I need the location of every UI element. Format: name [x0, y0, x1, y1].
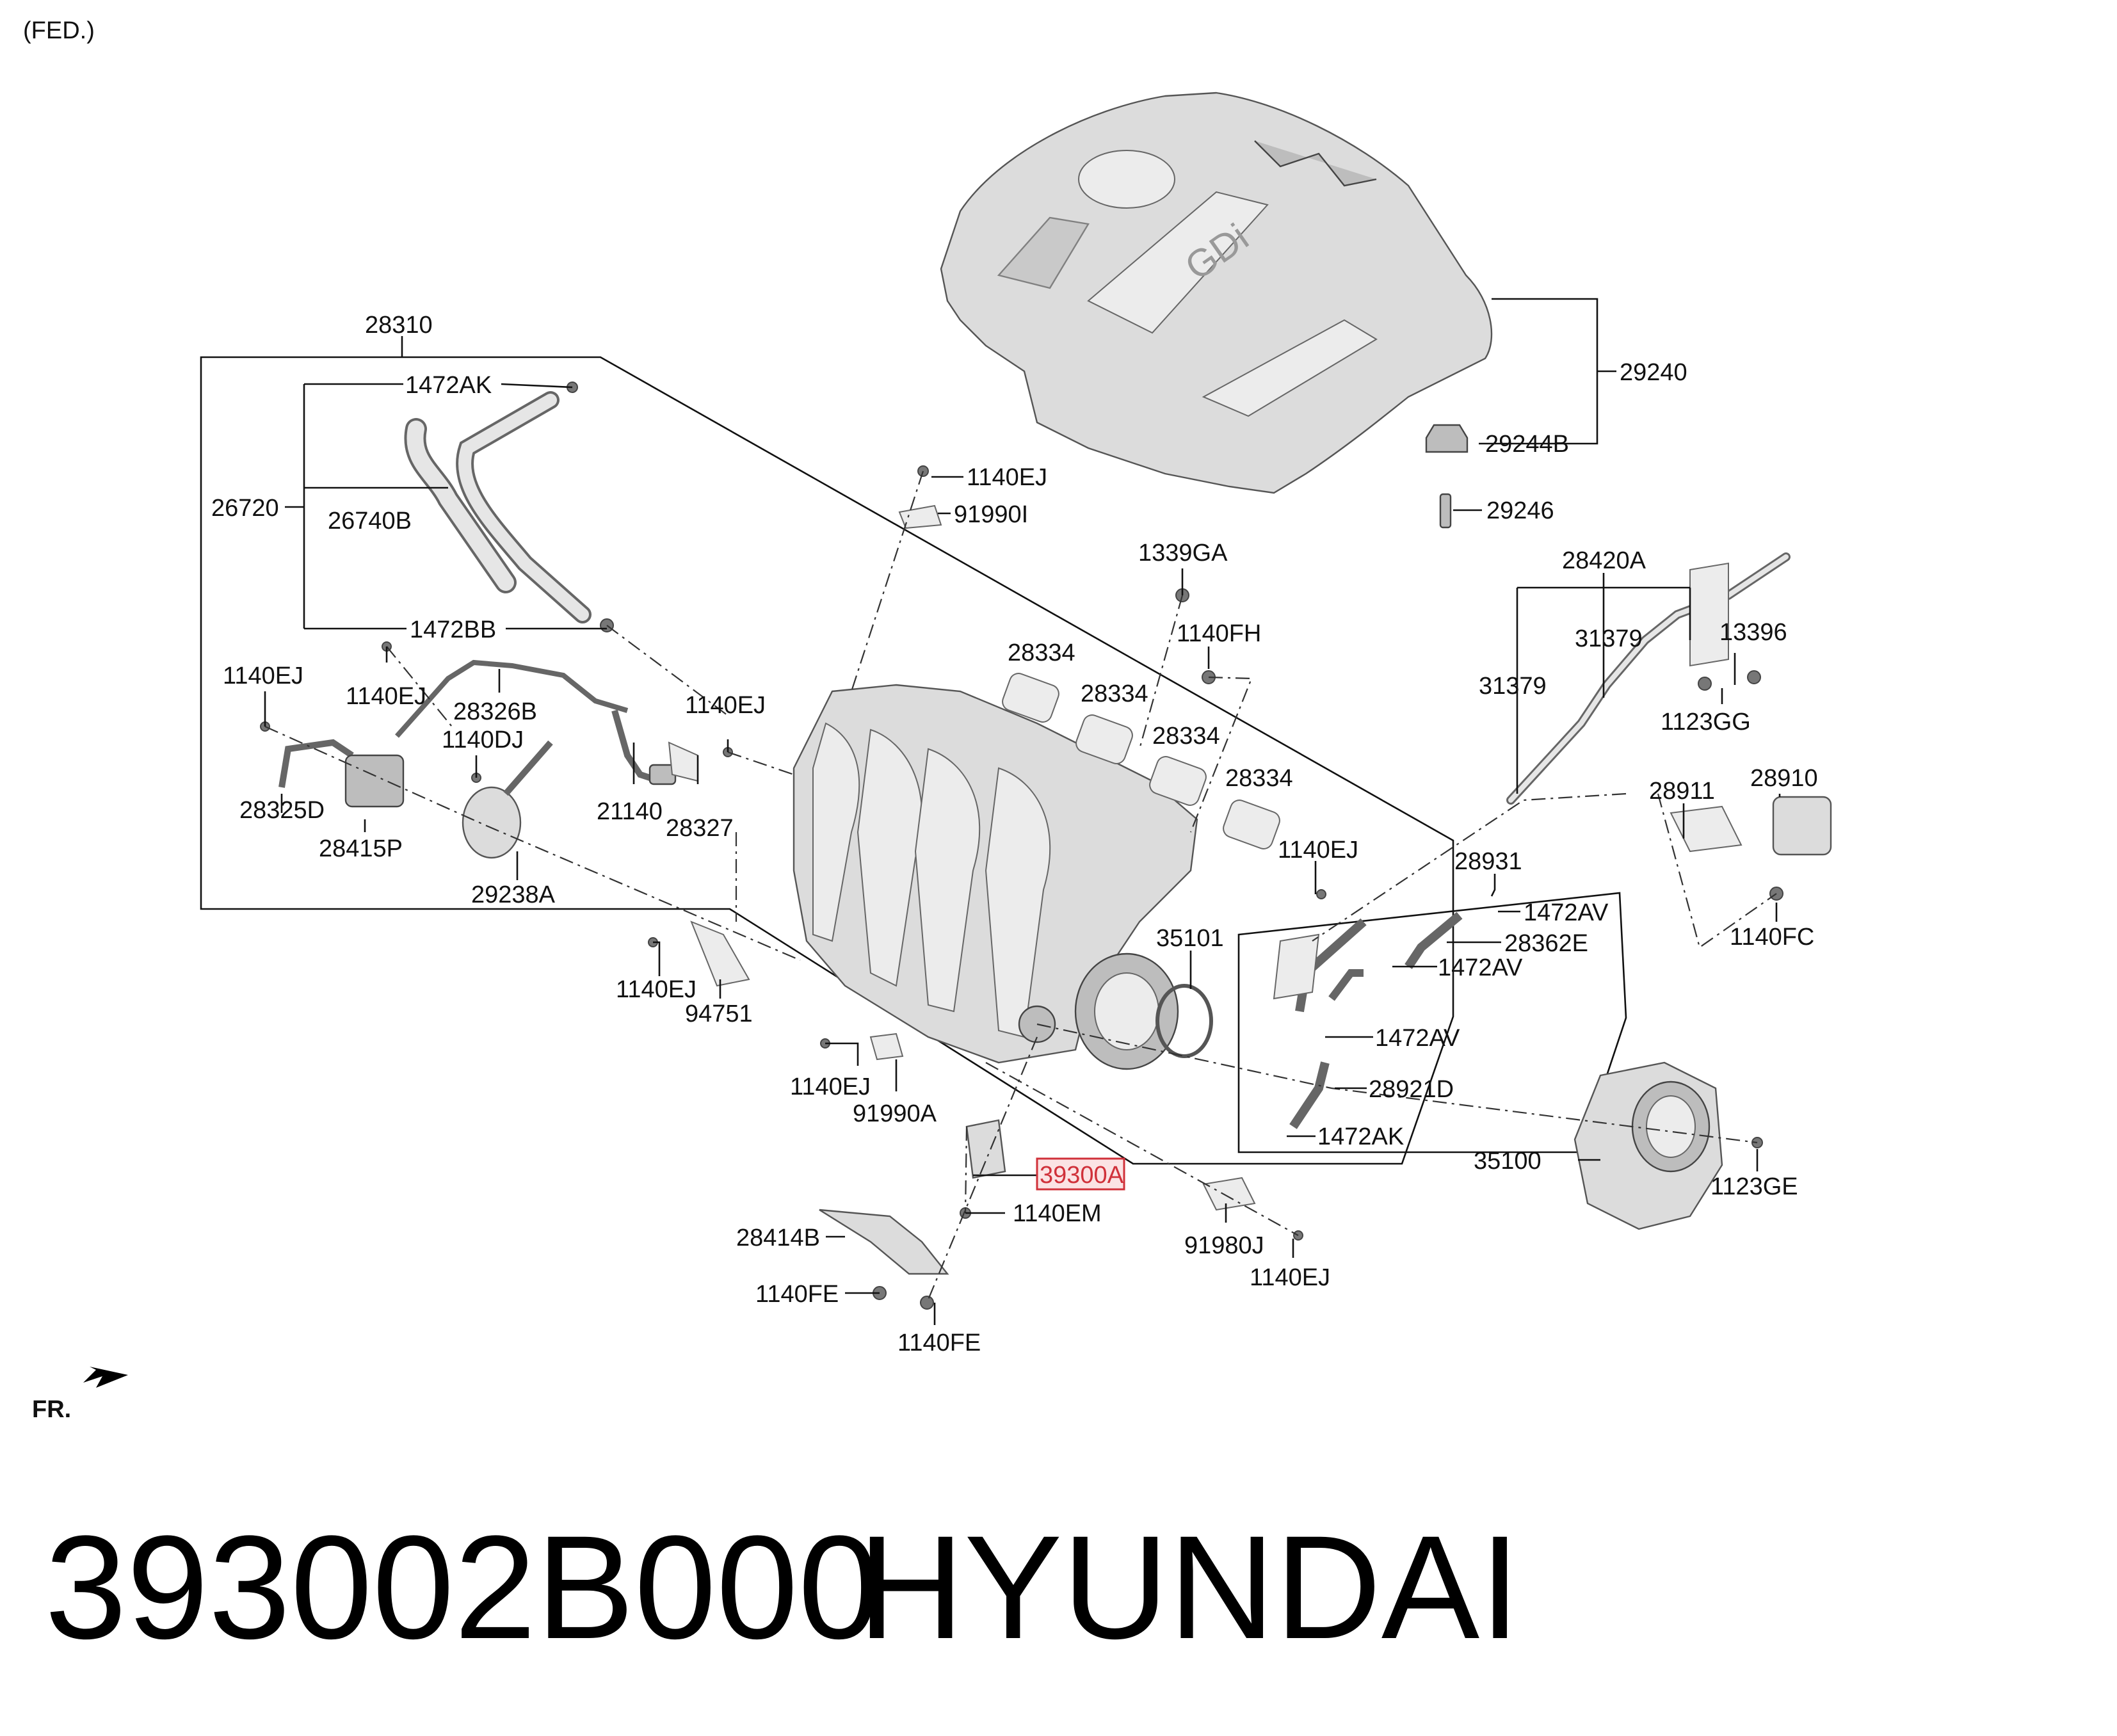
callout-1123GE: 1123GE: [1711, 1173, 1798, 1200]
throttle-body-35100: [1574, 1061, 1723, 1230]
callout-1140FE: 1140FE: [898, 1330, 981, 1356]
callout-39300A: 39300A: [1040, 1162, 1124, 1189]
callout-1339GA: 1339GA: [1138, 540, 1228, 567]
bracket-91980J: [1202, 1177, 1256, 1211]
map-sensor-39300A: [965, 1119, 1006, 1179]
bracket-28414B: [819, 1209, 949, 1275]
gasket-28334-b: [1075, 714, 1133, 764]
callout-28415P: 28415P: [319, 835, 403, 862]
bracket-28327: [668, 741, 698, 782]
brand-name: HYUNDAI: [858, 1505, 1521, 1669]
arrow-icon: [83, 1367, 128, 1388]
callout-31379: 31379: [1575, 625, 1643, 652]
callout-1140FH: 1140FH: [1177, 620, 1261, 647]
callout-28334: 28334: [1225, 765, 1293, 792]
callout-28414B: 28414B: [736, 1225, 820, 1251]
engine-cover-29240: GDi: [940, 92, 1493, 494]
callout-31379: 31379: [1479, 673, 1547, 700]
callout-28911: 28911: [1649, 778, 1715, 805]
callout-28326B: 28326B: [453, 698, 537, 725]
callout-91990A: 91990A: [853, 1100, 937, 1127]
callout-1140EJ: 1140EJ: [685, 692, 766, 719]
actuator-29238A: [462, 740, 553, 859]
assembly-lines: [264, 470, 1777, 1303]
callout-1472AK: 1472AK: [405, 372, 492, 399]
bracket-94751: [690, 920, 750, 987]
pipe-28420A: [1506, 552, 1791, 805]
vacuum-pipe-28326B: [395, 659, 629, 738]
callout-35101: 35101: [1156, 925, 1224, 952]
callout-21140: 21140: [597, 798, 663, 825]
callout-1140EJ: 1140EJ: [967, 464, 1047, 491]
o-ring-35101: [1155, 984, 1213, 1058]
gasket-28334-a: [1002, 673, 1059, 723]
pipe-21140: [611, 709, 677, 785]
callout-1140EJ: 1140EJ: [1278, 837, 1358, 864]
variant-note: (FED.): [23, 17, 95, 44]
callout-28362E: 28362E: [1504, 930, 1588, 957]
callout-1140DJ: 1140DJ: [442, 727, 524, 753]
intake-manifold-28310: [793, 684, 1198, 1070]
pcv-hoses-26720: [404, 391, 592, 623]
callout-29246: 29246: [1486, 497, 1554, 524]
callout-28921D: 28921D: [1369, 1076, 1454, 1103]
callout-91990I: 91990I: [954, 501, 1028, 528]
callout-1140EJ: 1140EJ: [223, 663, 303, 689]
callout-28310: 28310: [365, 312, 433, 339]
bracket-28911: [1670, 805, 1743, 853]
callout-1140EJ: 1140EJ: [616, 976, 696, 1003]
callout-1472AV: 1472AV: [1375, 1025, 1460, 1052]
callout-1472AV: 1472AV: [1438, 954, 1523, 981]
callout-28325D: 28325D: [239, 797, 325, 824]
hose-28325D: [278, 739, 354, 788]
group-outline-28310: [200, 356, 1454, 1165]
front-direction-indicator: FR.: [32, 1367, 128, 1423]
callout-28334: 28334: [1081, 680, 1148, 707]
callout-39300A-highlight: [1036, 1157, 1125, 1191]
cover-pin-29246: [1439, 493, 1452, 529]
leader-lines: [264, 298, 1781, 1325]
gasket-28334-c: [1149, 756, 1207, 806]
callout-1140EJ: 1140EJ: [346, 683, 426, 710]
callout-29240: 29240: [1620, 359, 1687, 386]
hoses-28931: [1273, 912, 1463, 1129]
callout-29238A: 29238A: [471, 881, 556, 908]
bracket-91990A: [869, 1033, 904, 1061]
callout-13396: 13396: [1719, 619, 1787, 646]
callout-1140FC: 1140FC: [1730, 924, 1814, 951]
callout-26740B: 26740B: [328, 508, 412, 534]
oil-filler-cap-29244B: [1425, 424, 1469, 453]
callout-28420A: 28420A: [1562, 547, 1646, 574]
front-label: FR.: [32, 1396, 71, 1423]
callout-1140FE: 1140FE: [755, 1281, 839, 1308]
callout-1140EM: 1140EM: [1013, 1200, 1102, 1227]
callout-29244B: 29244B: [1485, 431, 1569, 458]
callout-28910: 28910: [1750, 765, 1818, 792]
parts-diagram: GDi: [23, 17, 1832, 1423]
bracket-91990I: [898, 504, 942, 529]
callout-91980J: 91980J: [1184, 1232, 1264, 1259]
callout-1472BB: 1472BB: [410, 616, 496, 643]
callout-28334: 28334: [1008, 639, 1075, 666]
part-footer: 393002B000 HYUNDAI: [0, 1491, 2117, 1684]
purge-valve-28910: [1772, 796, 1832, 856]
callout-1123GG: 1123GG: [1661, 709, 1751, 735]
callout-28931: 28931: [1454, 848, 1522, 875]
part-number: 393002B000: [45, 1505, 880, 1669]
callout-94751: 94751: [685, 1001, 753, 1027]
callout-26720: 26720: [211, 495, 279, 522]
callout-35100: 35100: [1474, 1148, 1541, 1175]
callout-28334: 28334: [1152, 723, 1220, 750]
callout-28327: 28327: [666, 815, 734, 842]
callout-1140EJ: 1140EJ: [1250, 1264, 1330, 1291]
gasket-28334-d: [1223, 800, 1280, 849]
callout-1472AK: 1472AK: [1317, 1123, 1404, 1150]
solenoid-28415P: [344, 754, 405, 808]
callout-1472AV: 1472AV: [1524, 899, 1609, 926]
callout-1140EJ: 1140EJ: [790, 1073, 871, 1100]
